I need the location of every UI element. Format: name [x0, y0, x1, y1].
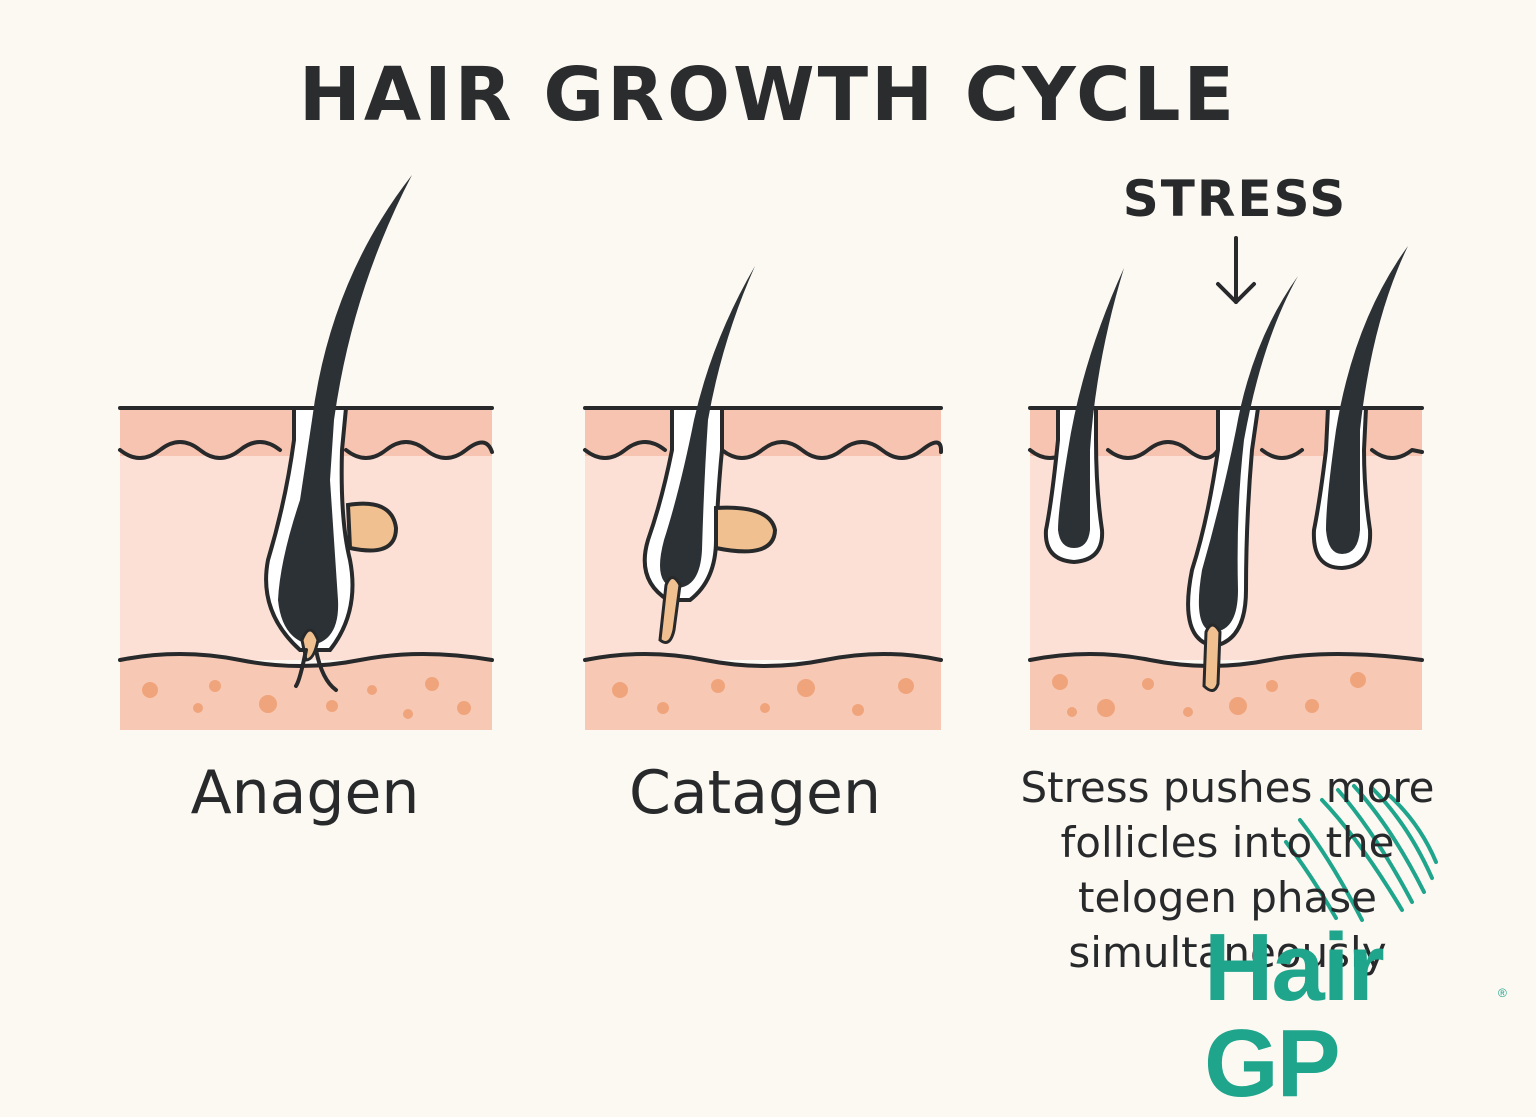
hair-cycle-illustration: .ep { fill: #f6c4b0; } .dm { fill: #fce0… [118, 175, 1438, 922]
fat-dots [142, 677, 471, 719]
stress-caption-line: Stress pushes more [1020, 763, 1435, 812]
sebaceous-gland [714, 505, 778, 554]
down-arrow-icon [1216, 236, 1256, 304]
hair-strand-icon [1326, 246, 1408, 554]
stress-caption-line: telogen phase [1078, 873, 1377, 922]
fat-dots [1052, 672, 1366, 717]
logo-mark-icon [1284, 784, 1438, 922]
hair-strand-icon [1198, 276, 1298, 632]
stress-caption: Stress pushes more follicles into the te… [1005, 760, 1450, 980]
hair-strand-icon [278, 175, 412, 645]
diagram-title: HAIR GROWTH CYCLE [298, 52, 1238, 138]
catagen-caption: Catagen [629, 758, 881, 828]
subcutaneous-layer [120, 655, 492, 730]
anagen-panel [118, 175, 494, 730]
fat-dots [612, 678, 914, 716]
dermal-papilla [658, 576, 682, 644]
stress-caption-line: follicles into the [1060, 818, 1395, 867]
registered-mark: ® [1498, 986, 1507, 1000]
anagen-caption: Anagen [190, 758, 420, 828]
hair-strand-icon [1058, 268, 1124, 548]
stress-panel [1028, 236, 1424, 730]
sebaceous-gland [345, 501, 399, 553]
stress-caption-line: simultaneously [1068, 928, 1387, 977]
catagen-panel [583, 266, 944, 730]
stress-label: STRESS [1122, 170, 1348, 228]
hair-strand-icon [660, 266, 755, 588]
dermal-papilla [1202, 623, 1222, 692]
hair-gp-logo: Hair GP [1204, 914, 1385, 1117]
